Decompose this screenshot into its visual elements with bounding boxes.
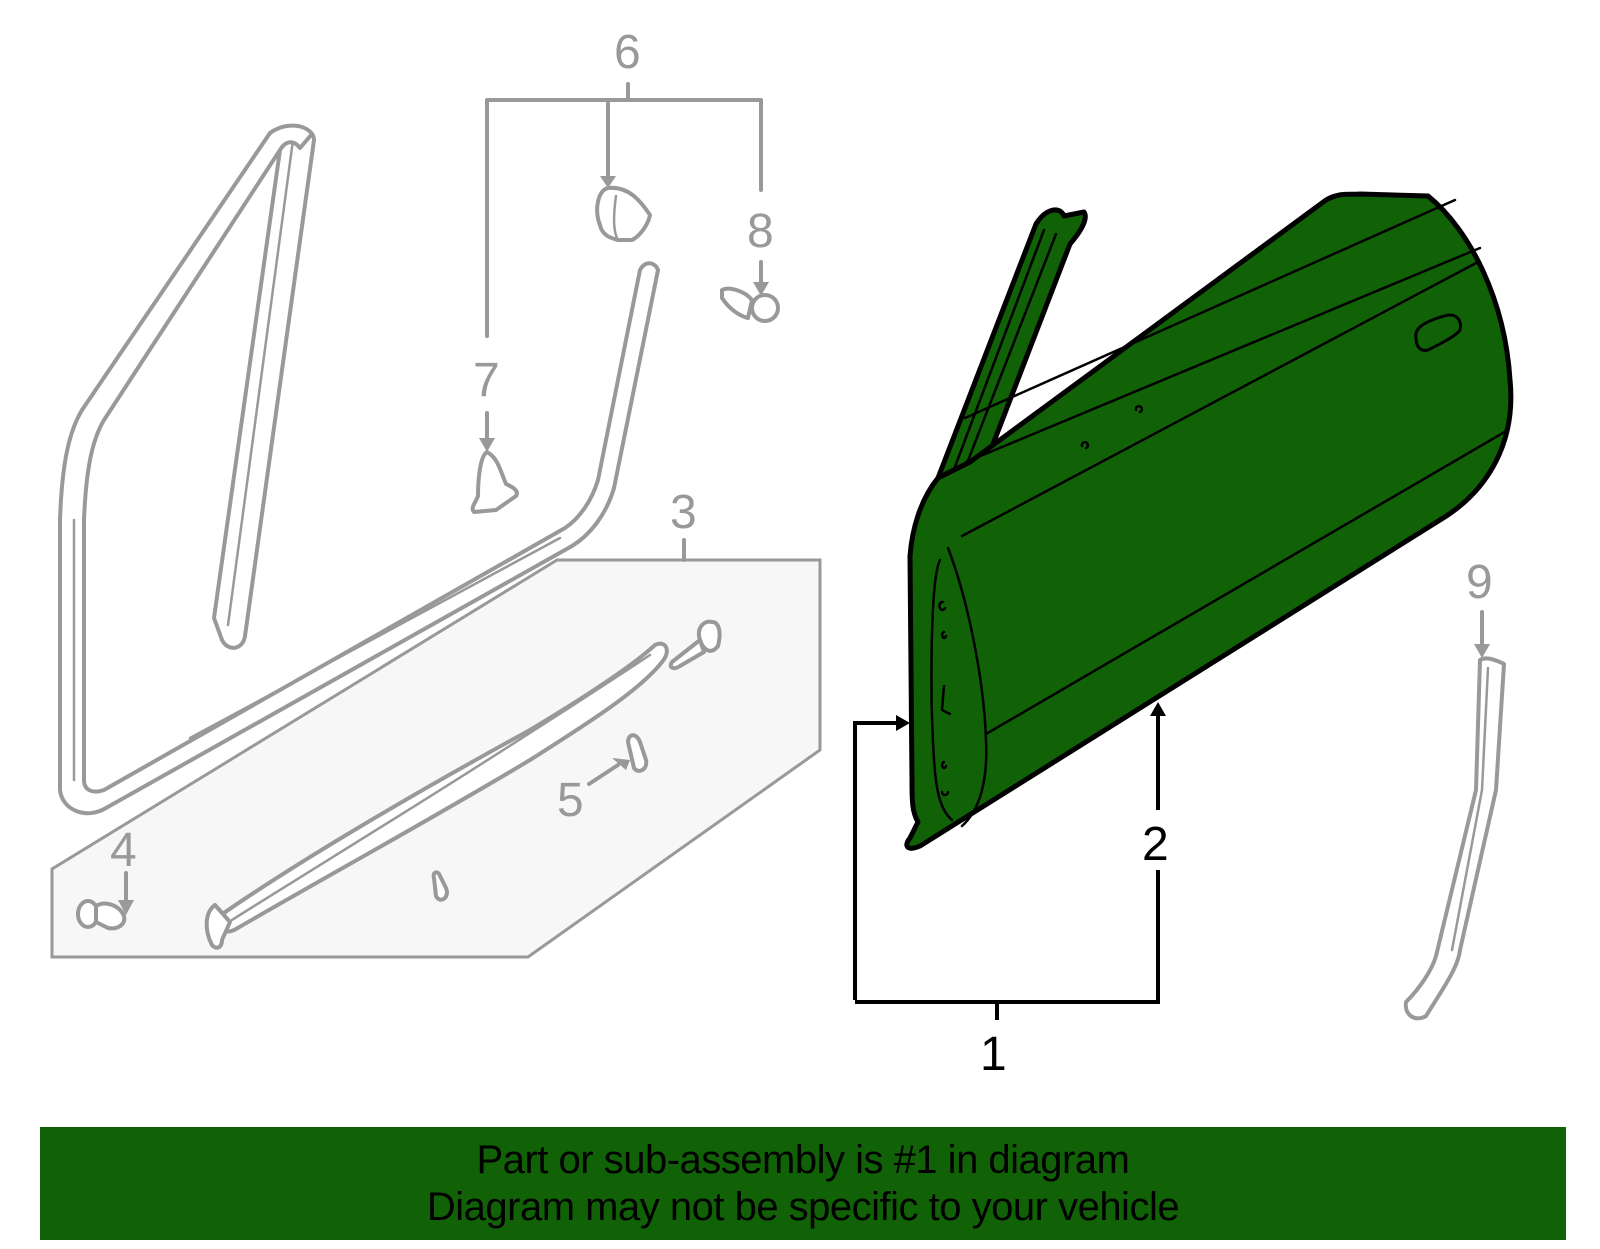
callout-9: 9: [1466, 556, 1493, 609]
callout-1: 1: [980, 1028, 1007, 1081]
callout-4: 4: [110, 824, 137, 877]
door-shell-assembly[interactable]: [904, 191, 1514, 851]
callout-2: 2: [1142, 818, 1169, 871]
door-frame-weatherstrip: [58, 123, 660, 816]
diagram-notice-banner: Part or sub-assembly is #1 in diagram Di…: [40, 1127, 1566, 1240]
banner-line-part-number: Part or sub-assembly is #1 in diagram: [476, 1137, 1130, 1182]
callout-8: 8: [747, 205, 774, 258]
rear-seal-strip: [1403, 610, 1506, 1021]
weatherstrip-group: [470, 82, 780, 514]
callout-7: 7: [473, 354, 500, 407]
callout-leaders-highlighted: [853, 702, 1166, 1020]
callout-6: 6: [614, 26, 641, 79]
molding-kit-inset: [50, 538, 822, 959]
callout-3: 3: [670, 486, 697, 539]
callout-5: 5: [557, 774, 584, 827]
banner-line-disclaimer: Diagram may not be specific to your vehi…: [426, 1184, 1180, 1229]
